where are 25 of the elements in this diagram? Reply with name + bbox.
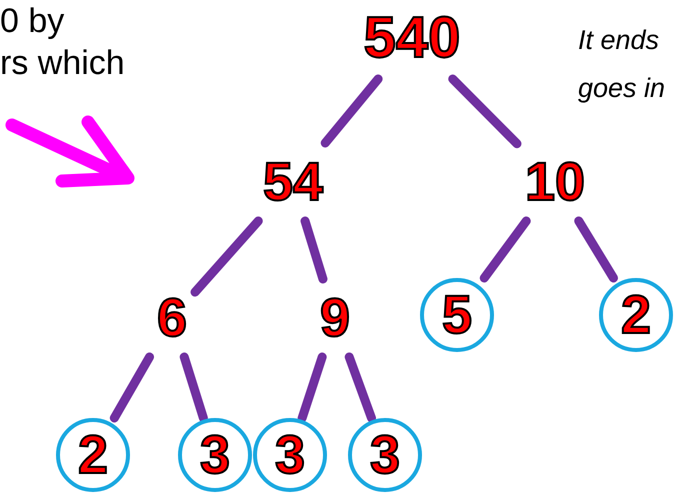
factor-number: 6 [148,279,196,357]
factor-number: 54 [254,143,332,221]
circled-number: 2 [56,418,130,492]
branch-line [190,216,263,297]
branch-line [448,74,522,148]
circled-number: 2 [599,278,673,352]
branch-line [110,352,154,422]
circled-number: 3 [253,418,327,492]
branch-line [320,74,383,148]
branch-line [180,352,208,422]
circled-number: 5 [420,278,494,352]
circled-number: 3 [178,418,252,492]
note-text: It ends [578,24,660,57]
factor-number: 9 [312,279,358,357]
branch-line [300,216,328,284]
factor-number: 540 [356,0,468,79]
circled-number: 3 [348,418,422,492]
branch-line [344,352,376,422]
factor-number: 10 [516,143,594,221]
note-text: 0 by [0,1,64,42]
branch-line [480,216,531,282]
note-text: goes in [578,72,666,105]
note-text: rs which [0,43,125,84]
branch-line [574,216,618,282]
branch-line [298,352,327,422]
